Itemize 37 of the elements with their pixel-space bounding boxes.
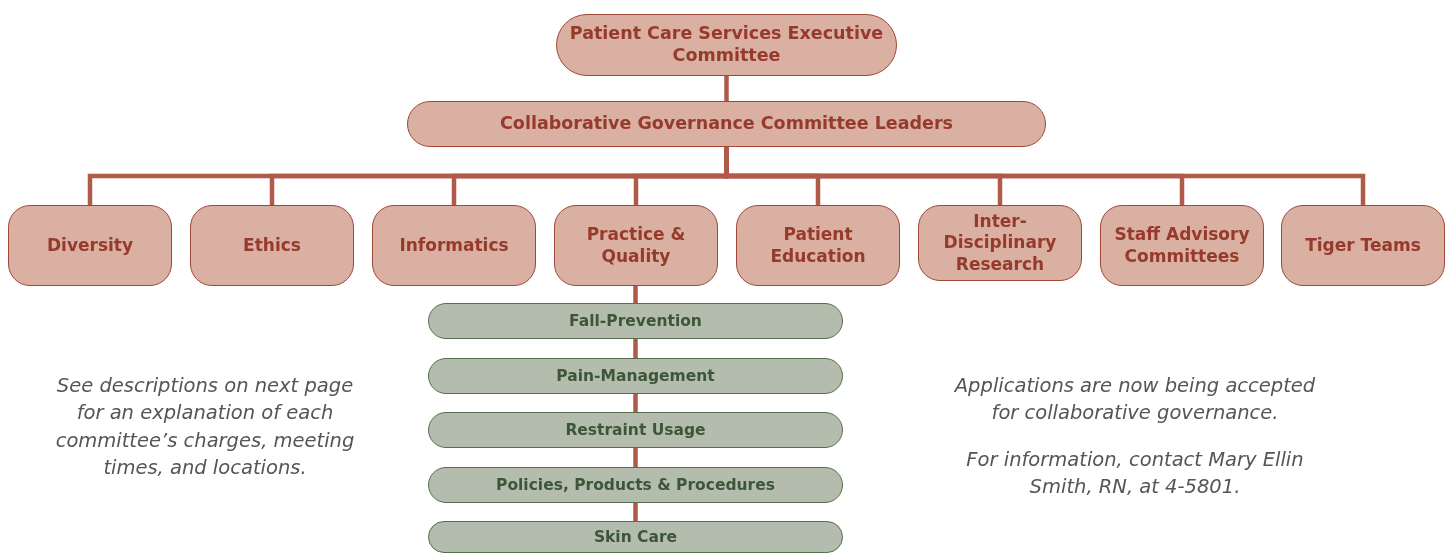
node-label: Diversity xyxy=(46,234,134,257)
connector-line xyxy=(633,394,638,412)
subcommittee-pill xyxy=(428,521,843,553)
node-label: Restraint Usage xyxy=(565,421,706,439)
node-label: Informatics xyxy=(399,234,509,257)
node-label: Tiger Teams xyxy=(1305,234,1421,257)
node-label: Collaborative Governance Committee Leaders xyxy=(500,113,953,135)
node-label: Patient Care Services Executive Committee xyxy=(568,23,885,67)
node-label: Staff Advisory Committees xyxy=(1113,224,1251,267)
node-label: Skin Care xyxy=(593,528,678,546)
node-label: Fall-Prevention xyxy=(569,312,702,330)
connector-line xyxy=(633,448,638,467)
connector-line xyxy=(633,503,638,521)
node-label: Inter-Disciplinary Research xyxy=(942,211,1058,275)
committee-box xyxy=(1281,205,1445,286)
committee-box xyxy=(8,205,172,286)
subcommittee-pill xyxy=(428,358,843,394)
node-label: Pain-Management xyxy=(556,367,715,385)
committee-box xyxy=(554,205,718,286)
committee-box xyxy=(190,205,354,286)
committee-box xyxy=(918,205,1082,281)
connector-line xyxy=(633,339,638,358)
connector-line xyxy=(633,286,638,303)
committee-box xyxy=(372,205,536,286)
node-label: Patient Education xyxy=(769,224,867,267)
committee-box xyxy=(1100,205,1264,286)
note-text: See descriptions on next page for an explanation of each committee’s charges, meeting times, and locations. xyxy=(54,373,356,481)
note-text: Applications are now being accepted for collaborative governance. xyxy=(953,373,1317,427)
committee-box xyxy=(736,205,900,286)
note-text: For information, contact Mary Ellin Smith, RN, at 4-5801. xyxy=(965,447,1305,501)
connector-line xyxy=(724,76,729,101)
node-label: Policies, Products & Procedures xyxy=(496,476,775,494)
node-label: Ethics xyxy=(243,234,301,257)
node-label: Practice & Quality xyxy=(585,224,687,267)
subcommittee-pill xyxy=(428,412,843,448)
subcommittee-pill xyxy=(428,467,843,503)
subcommittee-pill xyxy=(428,303,843,339)
